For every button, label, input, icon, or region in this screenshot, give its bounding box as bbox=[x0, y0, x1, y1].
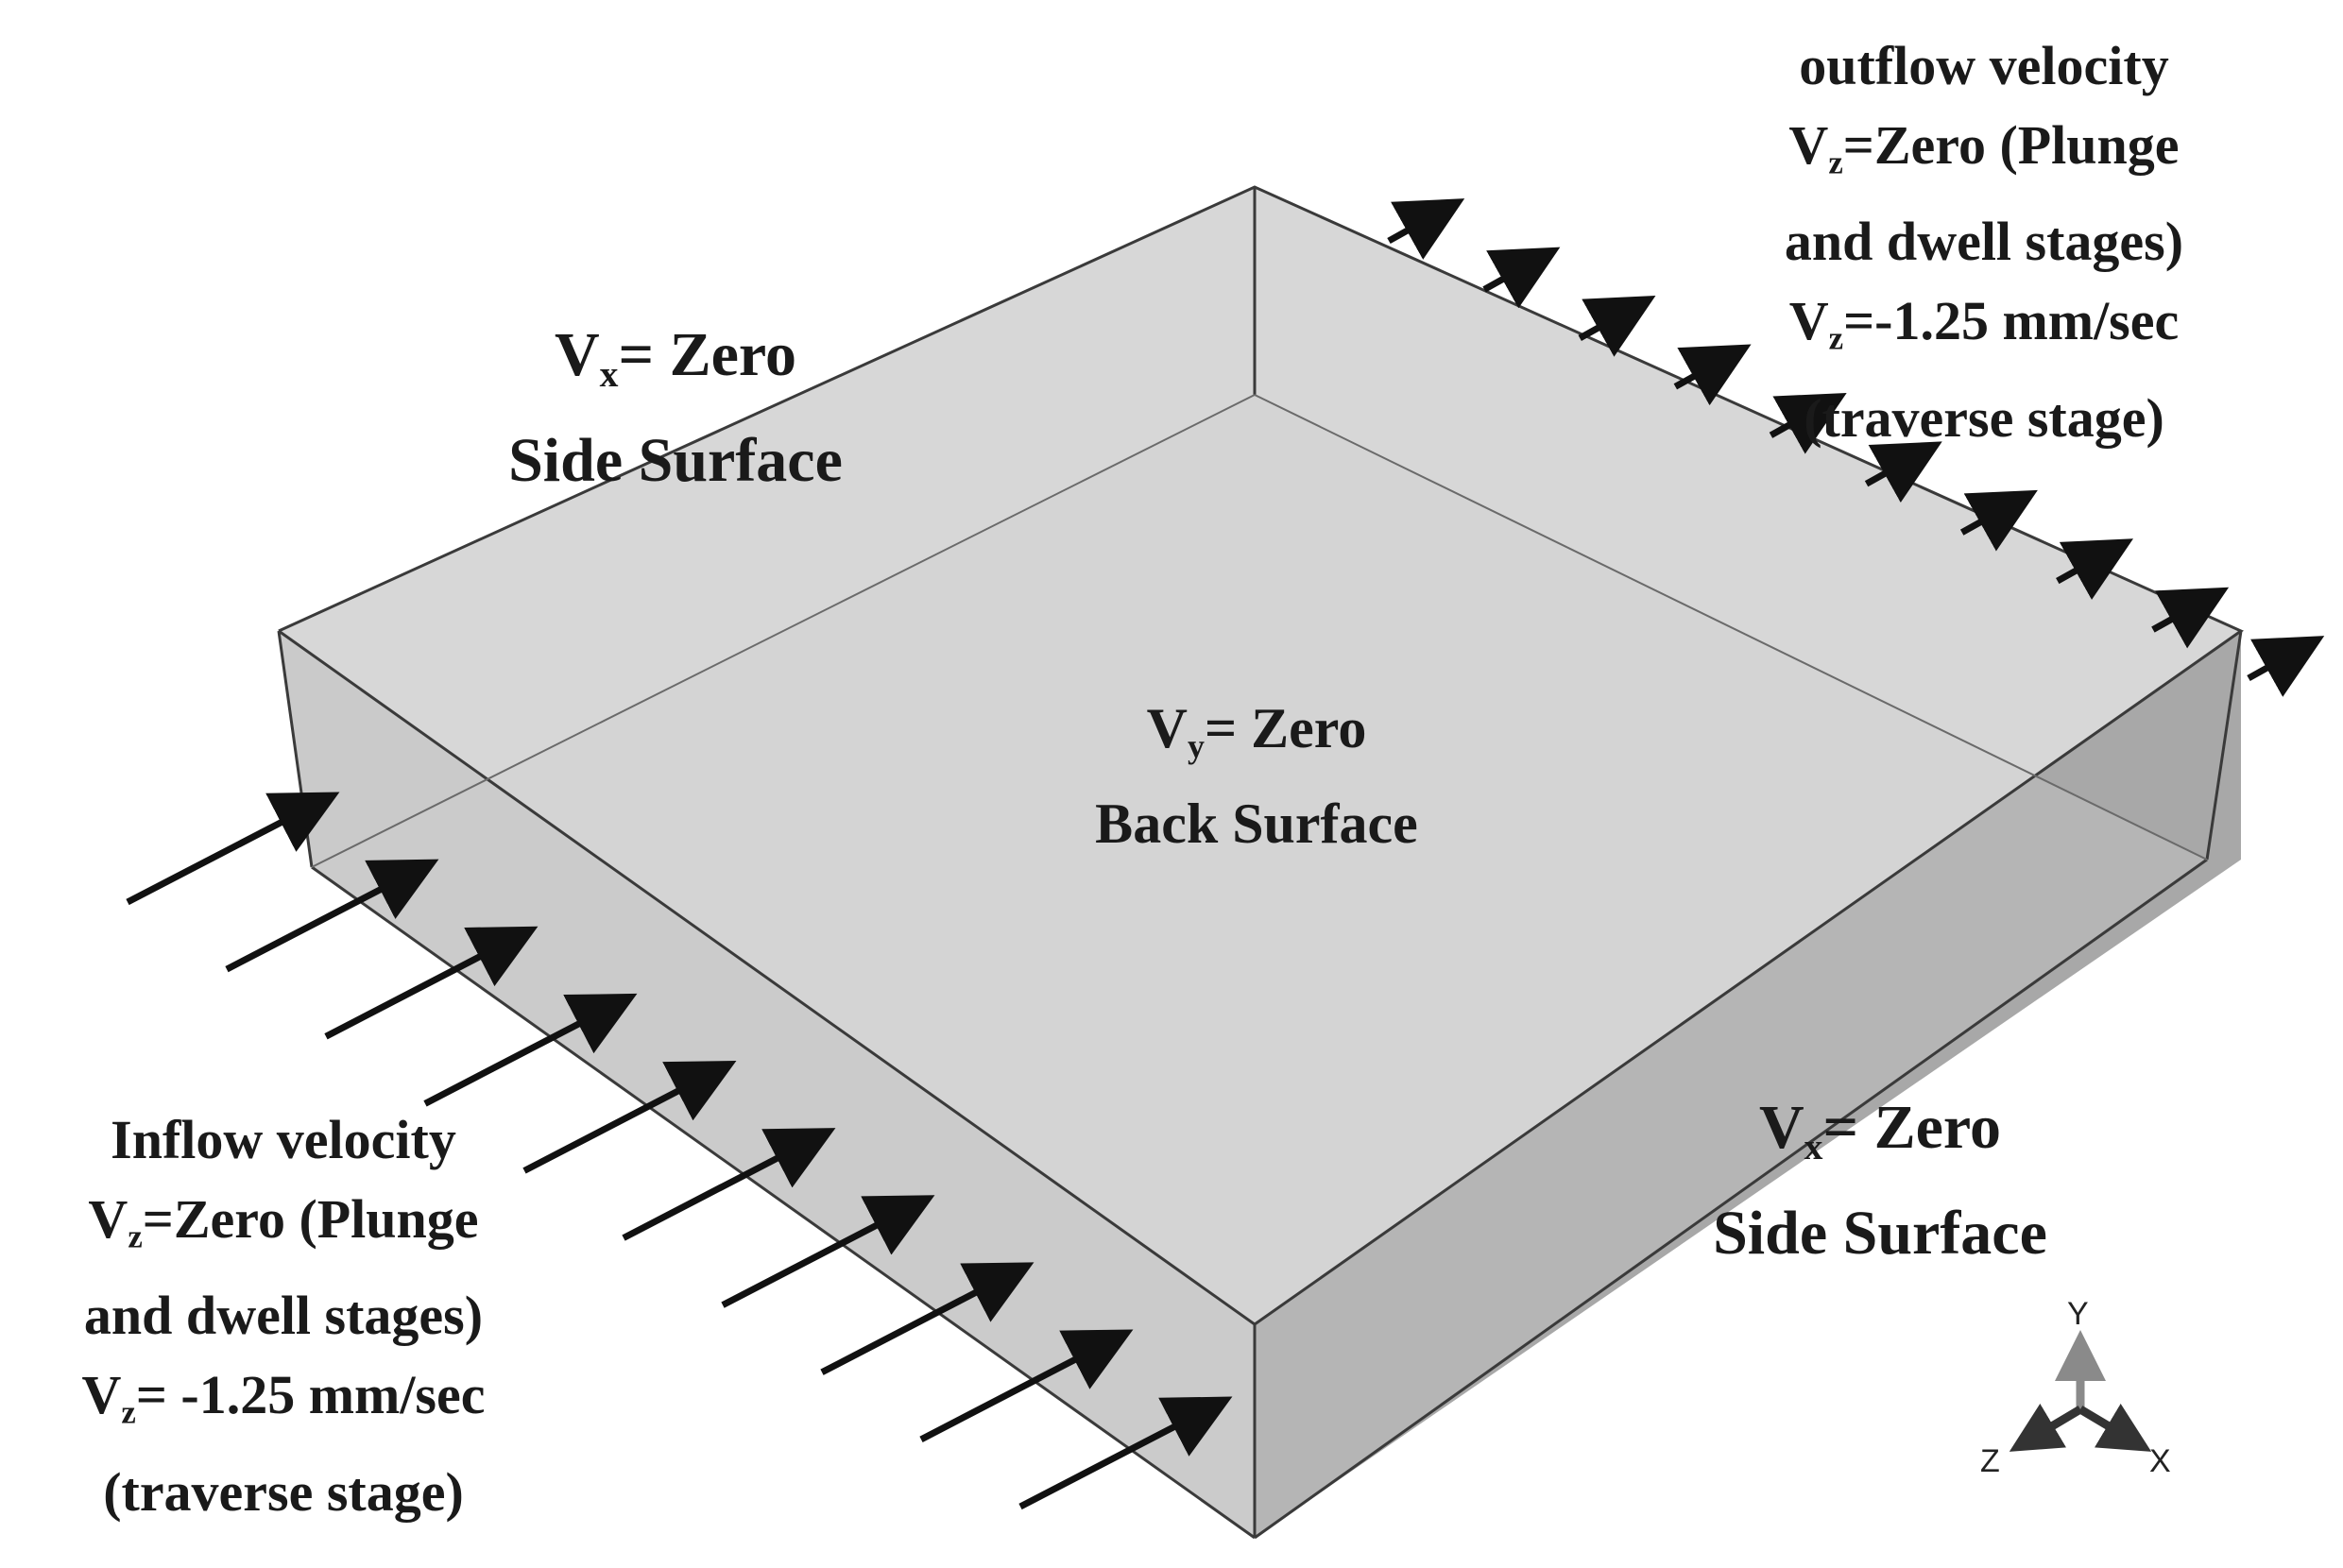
block-hidden-edges bbox=[311, 394, 2208, 868]
outflow-line2: Vz=Zero (Plunge bbox=[1788, 114, 2180, 181]
outflow-arrows bbox=[1387, 198, 2325, 697]
outflow-line3: and dwell stages) bbox=[1784, 211, 2184, 273]
triad-y-label: Y bbox=[2067, 1296, 2089, 1332]
side-surface-label-bottom: Vx= Zero Side Surface bbox=[1663, 1084, 2097, 1277]
inflow-velocity-label: Inflow velocity Vz=Zero (Plunge and dwel… bbox=[19, 1100, 548, 1532]
outflow-line1: outflow velocity bbox=[1799, 35, 2169, 96]
inflow-arrow-2 bbox=[225, 859, 439, 973]
inflow-arrow-3 bbox=[324, 926, 539, 1040]
inflow-arrow-8 bbox=[820, 1262, 1035, 1375]
triad-z-label: Z bbox=[1980, 1443, 2000, 1479]
triad-x-axis bbox=[2078, 1403, 2152, 1452]
inflow-arrow-9 bbox=[919, 1329, 1134, 1442]
inflow-line1: Inflow velocity bbox=[111, 1109, 456, 1170]
outflow-arrow-1 bbox=[1387, 198, 1465, 260]
inflow-arrow-10 bbox=[1018, 1396, 1233, 1510]
side-top-line1: Vx= Zero bbox=[555, 320, 796, 395]
back-line1: Vy= Zero bbox=[1146, 697, 1367, 765]
axis-triad bbox=[2009, 1330, 2152, 1452]
side-surface-label-top: Vx= Zero Side Surface bbox=[463, 312, 888, 504]
outflow-arrow-7 bbox=[1959, 489, 2038, 552]
inflow-arrow-4 bbox=[423, 993, 638, 1107]
block-inner-back-face bbox=[312, 395, 2207, 1538]
inflow-arrows bbox=[126, 792, 1233, 1510]
inflow-arrow-7 bbox=[721, 1195, 935, 1308]
outflow-arrow-9 bbox=[2151, 587, 2230, 649]
block-right-face bbox=[1255, 631, 2241, 1538]
block-top-face bbox=[279, 187, 2241, 1324]
outflow-arrow-6 bbox=[1864, 441, 1942, 503]
inflow-line3: and dwell stages) bbox=[83, 1285, 484, 1347]
inflow-arrow-5 bbox=[522, 1060, 737, 1174]
outflow-line4: Vz=-1.25 mm/sec bbox=[1788, 290, 2180, 357]
outflow-arrow-4 bbox=[1673, 344, 1752, 406]
side-top-line2: Side Surface bbox=[508, 425, 843, 495]
outflow-arrow-5 bbox=[1769, 392, 1847, 454]
inflow-line4: Vz= -1.25 mm/sec bbox=[81, 1364, 486, 1431]
outflow-velocity-label: outflow velocity Vz=Zero (Plunge and dwe… bbox=[1776, 26, 2192, 458]
inflow-line5: (traverse stage) bbox=[103, 1460, 464, 1523]
inflow-arrow-6 bbox=[622, 1128, 836, 1241]
outflow-line5: (traverse stage) bbox=[1804, 386, 2164, 449]
inflow-line2: Vz=Zero (Plunge bbox=[88, 1188, 479, 1255]
outflow-arrow-10 bbox=[2247, 636, 2325, 697]
triad-z-axis bbox=[2009, 1403, 2083, 1452]
side-bottom-line1: Vx= Zero bbox=[1759, 1093, 2001, 1167]
back-line2: Back Surface bbox=[1095, 792, 1418, 855]
triad-x-label: X bbox=[2149, 1443, 2171, 1479]
inflow-arrow-1 bbox=[126, 792, 340, 906]
outflow-arrow-8 bbox=[2056, 538, 2133, 600]
outflow-arrow-3 bbox=[1578, 296, 1656, 357]
outflow-arrow-2 bbox=[1482, 247, 1561, 309]
side-bottom-line2: Side Surface bbox=[1713, 1198, 2047, 1268]
back-surface-label: Vy= Zero Back Surface bbox=[1058, 690, 1455, 862]
